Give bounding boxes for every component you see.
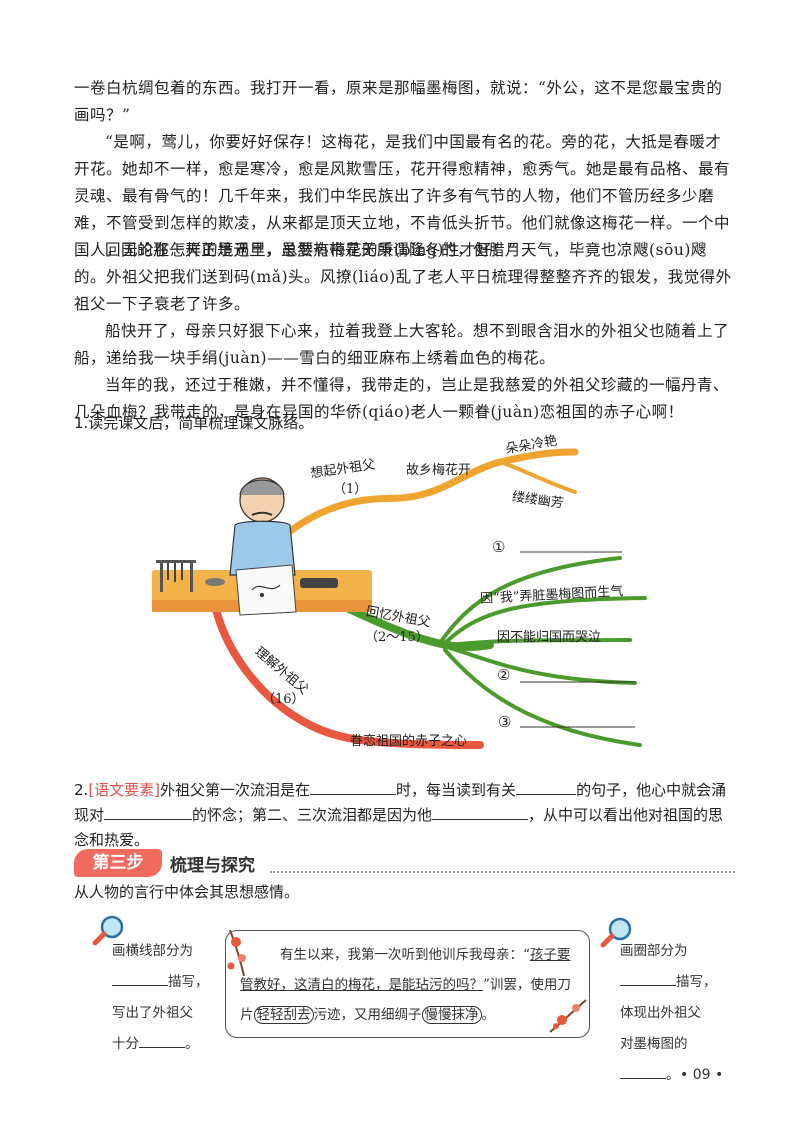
left-note-line-4: 十分	[112, 1036, 139, 1052]
right-blank-1[interactable]	[620, 970, 676, 986]
bot-leaf: 眷恋祖国的赤子之心	[350, 734, 468, 749]
blank-2[interactable]	[516, 779, 577, 795]
branch-top-range: （1）	[333, 482, 368, 497]
top-node: 故乡梅花开	[406, 463, 472, 478]
right-note-line-2: 描写，	[676, 974, 717, 990]
mid-leaf-4: ②	[497, 666, 511, 684]
quote-part-a: 有生以来，我第一次听到他训斥我母亲：“	[280, 947, 530, 963]
quote-period: 。	[481, 1007, 496, 1023]
plum-blossom-icon	[227, 929, 246, 977]
step-intro: 从人物的言行中体会其思想感情。	[74, 883, 300, 901]
left-note: 画横线部分为 描写， 写出了外祖父 十分 。	[112, 936, 227, 1060]
mind-map	[152, 448, 647, 749]
quote-circled-2: 慢慢抹净	[421, 1006, 482, 1024]
magnifier-icon	[92, 915, 124, 946]
quote-underlined: 孩子要管教好，这清白的梅花，是能玷污的吗？	[240, 947, 571, 993]
left-note-line-3: 写出了外祖父	[112, 1005, 193, 1021]
story-paragraph-2: “是啊，莺儿，你要好好保存！这梅花，是我们中国最有名的花。旁的花，大抵是春暖才开…	[74, 133, 731, 259]
branch-mid-range: （2～15）	[365, 630, 429, 645]
left-blank-1[interactable]	[112, 970, 168, 986]
right-note-line-3: 体现出外祖父	[620, 1005, 701, 1021]
plum-blossom-icon	[549, 999, 587, 1033]
blank-4[interactable]	[432, 804, 529, 820]
quote-text: 有生以来，我第一次听到他训斥我母亲：“孩子要管教好，这清白的梅花，是能玷污的吗？…	[240, 940, 580, 1030]
right-note-period: 。	[666, 1067, 680, 1083]
page-number-value: 09	[692, 1067, 711, 1083]
right-note: 画圈部分为 描写， 体现出外祖父 对墨梅图的 。	[620, 936, 735, 1091]
question-2-text-2: 时，每当读到有关	[396, 781, 517, 799]
step-title: 梳理与探究	[170, 856, 255, 876]
mid-leaf-3: 因不能归国而哭泣	[497, 630, 602, 645]
question-2-tag: [语文要素]	[88, 781, 161, 799]
quote-box	[225, 930, 590, 1038]
mid-leaf-5: ③	[498, 713, 512, 731]
magnifier-icon	[600, 917, 632, 948]
quote-circled-1: 轻轻刮去	[253, 1006, 314, 1024]
blank-1[interactable]	[310, 779, 397, 795]
story-paragraph-1: 一卷白杭绸包着的东西。我打开一看，原来是那幅墨梅图，就说：“外公，这不是您最宝贵…	[74, 79, 723, 124]
question-2-text-5: ，从中可以看出他对祖国的思念和热爱。	[74, 806, 724, 849]
quote-part-e: 污迹，又用细绸子	[313, 1007, 422, 1023]
left-note-line-2: 描写，	[168, 974, 209, 990]
question-2: 2.[语文要素]外祖父第一次流泪是在 时，每当读到有关的句子，他心中就会涌现对的怀…	[74, 778, 734, 853]
story-paragraph-5: 当年的我，还过于稚嫩，并不懂得，我带走的，岂止是我慈爱的外祖父珍藏的一幅丹青、几…	[74, 376, 730, 421]
dotted-divider	[270, 871, 735, 873]
step-badge: 第三步	[74, 849, 162, 877]
right-note-line-4: 对墨梅图的	[620, 1036, 688, 1052]
question-2-text-1: 外祖父第一次流泪是在	[160, 781, 311, 799]
blank-3[interactable]	[104, 804, 193, 820]
branch-bot-range: （16）	[262, 692, 305, 707]
branch-red	[211, 601, 484, 749]
question-2-text-4: 的怀念；第二、三次流泪都是因为他	[192, 806, 433, 824]
left-note-line-1: 画横线部分为	[112, 943, 193, 959]
left-blank-2[interactable]	[139, 1032, 185, 1048]
branch-orange	[266, 448, 579, 552]
right-blank-2[interactable]	[620, 1063, 666, 1079]
page-number: • 09 •	[680, 1067, 724, 1083]
story-paragraph-4: 船快开了，母亲只好狠下心来，拉着我登上大客轮。想不到眼含泪水的外祖父也随着上了船…	[74, 322, 730, 367]
question-2-text-3: 的句子，他心中就会涌现对	[74, 781, 727, 824]
story-paragraph-3: 回国的那一天正是元旦，虽然热带是无所谓隆冬的，但腊月天气，毕竟也凉飕(sōu)飕…	[74, 241, 732, 313]
mid-leaf-1: ①	[492, 538, 506, 556]
question-1-label: 1.读完课文后，简单梳理课文脉络。	[74, 414, 314, 432]
question-2-number: 2.	[74, 781, 89, 799]
quote-part-c: ”训罢，使用刀片	[240, 977, 571, 1023]
right-note-line-1: 画圈部分为	[620, 943, 688, 959]
left-note-period: 。	[185, 1036, 199, 1052]
